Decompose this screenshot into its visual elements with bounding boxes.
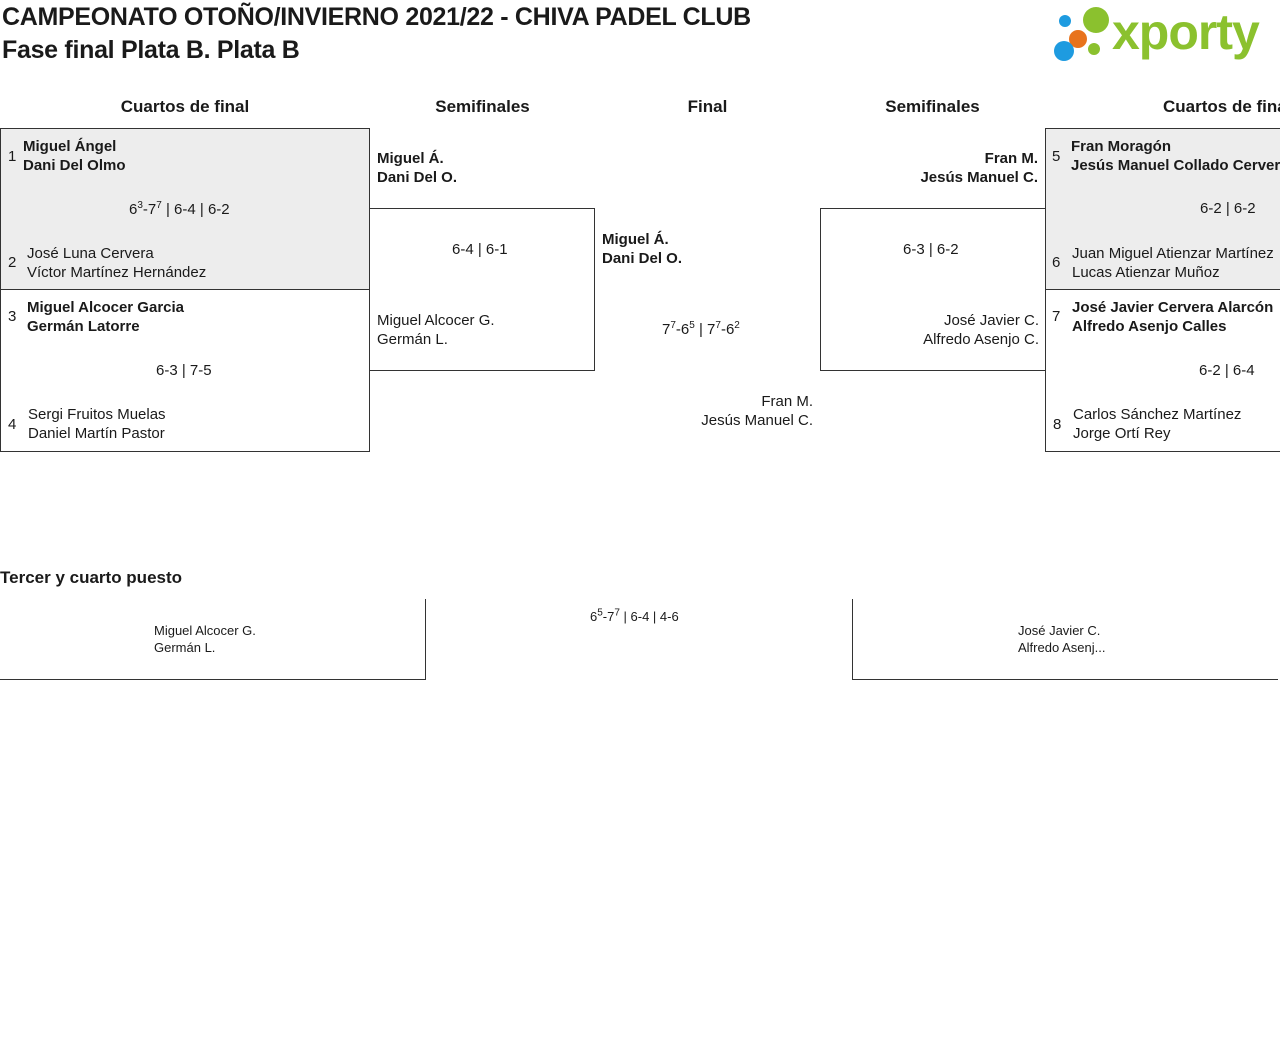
third-team-b[interactable]: José Javier C. Alfredo Asenj...	[1018, 622, 1105, 656]
player-name: Miguel Á.	[377, 150, 444, 167]
seed-number: 6	[1052, 254, 1061, 271]
seed-number: 4	[8, 416, 17, 433]
team-loser[interactable]: Juan Miguel Atienzar Martínez Lucas Atie…	[1072, 244, 1274, 282]
seed-number: 1	[8, 148, 17, 165]
match-qf-3[interactable]: 5 Fran Moragón Jesús Manuel Collado Cerv…	[1045, 128, 1280, 290]
team-loser[interactable]: Sergi Fruitos Muelas Daniel Martín Pasto…	[28, 405, 166, 443]
logo-wordmark: xporty	[1112, 4, 1260, 60]
match-sf-right[interactable]: 6-3 | 6-2 José Javier C. Alfredo Asenjo …	[820, 208, 1046, 371]
player-name: Jorge Ortí Rey	[1073, 425, 1171, 442]
bracket-connector	[0, 679, 426, 680]
player-name: José Javier C.	[1018, 623, 1101, 638]
team-loser[interactable]: José Luna Cervera Víctor Martínez Hernán…	[27, 244, 206, 282]
xporty-dots-icon	[1054, 7, 1109, 61]
player-name: Dani Del O.	[602, 250, 683, 267]
page-title: CAMPEONATO OTOÑO/INVIERNO 2021/22 - CHIV…	[2, 3, 751, 31]
final-loser[interactable]: Fran M. Jesús Manuel C.	[701, 392, 813, 430]
player-name: Miguel Alcocer G.	[154, 623, 256, 638]
team-winner[interactable]: Miguel Ángel Dani Del Olmo	[23, 137, 126, 175]
player-name: Dani Del Olmo	[23, 157, 126, 174]
player-name: Carlos Sánchez Martínez	[1073, 406, 1242, 423]
player-name: Miguel Alcocer G.	[377, 312, 495, 329]
player-name: Lucas Atienzar Muñoz	[1072, 264, 1220, 281]
seed-number: 3	[8, 308, 17, 325]
player-name: Miguel Alcocer Garcia	[27, 299, 185, 316]
match-sf-left[interactable]: 6-4 | 6-1 Miguel Alcocer G. Germán L.	[369, 208, 595, 371]
third-place-score: 65-77 | 6-4 | 4-6	[590, 607, 679, 624]
player-name: José Javier C.	[943, 312, 1039, 329]
third-place-heading: Tercer y cuarto puesto	[0, 568, 183, 587]
seed-number: 7	[1052, 308, 1061, 325]
player-name: Fran M.	[984, 150, 1038, 167]
round-sf-left: Semifinales	[435, 97, 530, 116]
player-name: Daniel Martín Pastor	[28, 425, 165, 442]
match-score: 6-3 | 7-5	[156, 362, 212, 379]
team-winner[interactable]: Miguel Alcocer Garcia Germán Latorre	[27, 298, 184, 336]
team-loser[interactable]: José Javier C. Alfredo Asenjo C.	[923, 311, 1039, 349]
match-qf-4[interactable]: 7 José Javier Cervera Alarcón Alfredo As…	[1045, 289, 1280, 452]
bracket-connector	[852, 599, 853, 680]
match-qf-1[interactable]: 1 Miguel Ángel Dani Del Olmo 63-77 | 6-4…	[0, 128, 370, 290]
match-score: 6-4 | 6-1	[452, 241, 508, 258]
player-name: Miguel Ángel	[23, 138, 117, 155]
player-name: Alfredo Asenjo C.	[923, 331, 1039, 348]
bracket-connector	[425, 599, 426, 680]
match-score: 63-77 | 6-4 | 6-2	[129, 200, 230, 219]
match-score: 6-3 | 6-2	[903, 241, 959, 258]
player-name: Jesús Manuel Collado Cervera	[1071, 157, 1280, 174]
team-loser[interactable]: Carlos Sánchez Martínez Jorge Ortí Rey	[1073, 405, 1241, 443]
round-qf-right: Cuartos de final	[1163, 97, 1280, 116]
player-name: Jesús Manuel C.	[701, 412, 813, 429]
round-final: Final	[687, 97, 728, 116]
player-name: Alfredo Asenj...	[1018, 640, 1106, 655]
player-name: Miguel Á.	[602, 231, 669, 248]
player-name: Jesús Manuel C.	[920, 169, 1038, 186]
player-name: Víctor Martínez Hernández	[27, 264, 207, 281]
match-qf-2[interactable]: 3 Miguel Alcocer Garcia Germán Latorre 6…	[0, 289, 370, 452]
player-name: Germán L.	[154, 640, 216, 655]
final-score: 77-65 | 77-62	[662, 320, 740, 339]
player-name: José Luna Cervera	[27, 245, 154, 262]
player-name: Fran M.	[761, 393, 813, 410]
player-name: José Javier Cervera Alarcón	[1072, 299, 1274, 316]
seed-number: 8	[1053, 416, 1062, 433]
third-team-a[interactable]: Miguel Alcocer G. Germán L.	[154, 622, 256, 656]
player-name: Germán L.	[377, 331, 448, 348]
sf-right-winner[interactable]: Fran M. Jesús Manuel C.	[920, 149, 1038, 187]
player-name: Dani Del O.	[377, 169, 458, 186]
page-subtitle: Fase final Plata B. Plata B	[2, 36, 300, 64]
player-name: Sergi Fruitos Muelas	[28, 406, 166, 423]
round-sf-right: Semifinales	[885, 97, 980, 116]
team-winner[interactable]: Fran Moragón Jesús Manuel Collado Cerver…	[1071, 137, 1280, 175]
seed-number: 5	[1052, 148, 1061, 165]
xporty-logo[interactable]: xporty	[1050, 4, 1275, 68]
final-winner[interactable]: Miguel Á. Dani Del O.	[602, 230, 682, 268]
round-qf-left: Cuartos de final	[120, 97, 250, 116]
team-loser[interactable]: Miguel Alcocer G. Germán L.	[377, 311, 495, 349]
player-name: Alfredo Asenjo Calles	[1072, 318, 1227, 335]
team-winner[interactable]: José Javier Cervera Alarcón Alfredo Asen…	[1072, 298, 1273, 336]
bracket-connector	[852, 679, 1278, 680]
player-name: Fran Moragón	[1071, 138, 1171, 155]
match-score: 6-2 | 6-4	[1199, 362, 1255, 379]
match-score: 6-2 | 6-2	[1200, 200, 1256, 217]
seed-number: 2	[8, 254, 17, 271]
player-name: Germán Latorre	[27, 318, 140, 335]
player-name: Juan Miguel Atienzar Martínez	[1072, 245, 1274, 262]
sf-left-winner[interactable]: Miguel Á. Dani Del O.	[377, 149, 457, 187]
